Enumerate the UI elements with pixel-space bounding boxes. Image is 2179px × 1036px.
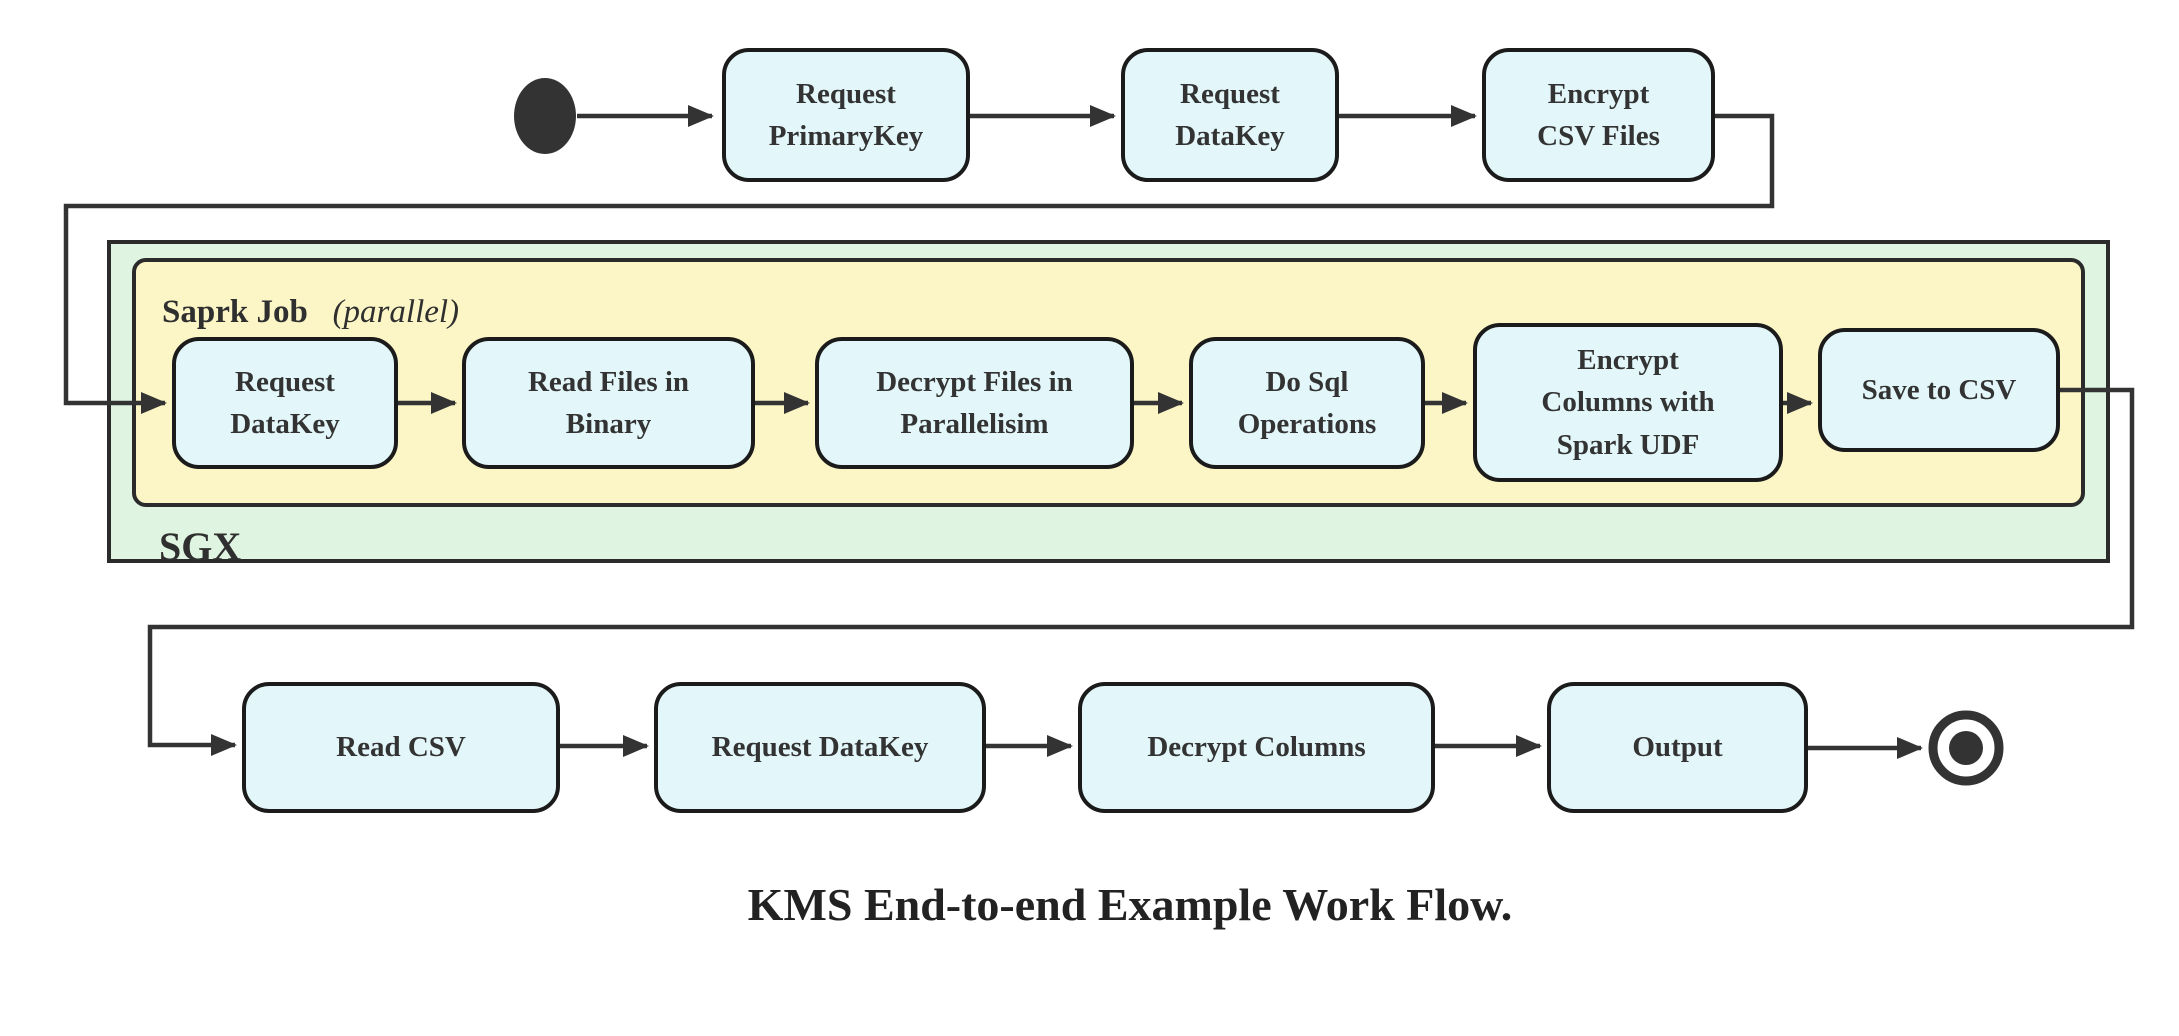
node-encrypt-columns-with-spark-udf: Encrypt Columns with Spark UDF	[1473, 323, 1783, 482]
node-decrypt-files-in-parallelisim: Decrypt Files in Parallelisim	[815, 337, 1134, 469]
node-request-datakey-bottom: Request DataKey	[654, 682, 986, 813]
sgx-container-label: SGX	[159, 524, 242, 569]
end-state-icon	[1928, 710, 2004, 786]
node-request-datakey-sgx: Request DataKey	[172, 337, 398, 469]
node-output: Output	[1547, 682, 1808, 813]
diagram-title: KMS End-to-end Example Work Flow.	[747, 879, 1513, 930]
node-save-to-csv: Save to CSV	[1818, 328, 2060, 452]
node-read-csv: Read CSV	[242, 682, 560, 813]
spark-job-cluster-label: Saprk Job (parallel)	[162, 294, 459, 331]
node-decrypt-columns: Decrypt Columns	[1078, 682, 1435, 813]
node-request-datakey-top: Request DataKey	[1121, 48, 1339, 182]
node-request-primarykey: Request PrimaryKey	[722, 48, 970, 182]
node-read-files-in-binary: Read Files in Binary	[462, 337, 755, 469]
node-encrypt-csv-files: Encrypt CSV Files	[1482, 48, 1715, 182]
cluster-name: Saprk Job	[162, 294, 308, 330]
cluster-qualifier: (parallel)	[332, 294, 460, 330]
node-do-sql-operations: Do Sql Operations	[1189, 337, 1425, 469]
start-state-icon	[514, 78, 576, 154]
